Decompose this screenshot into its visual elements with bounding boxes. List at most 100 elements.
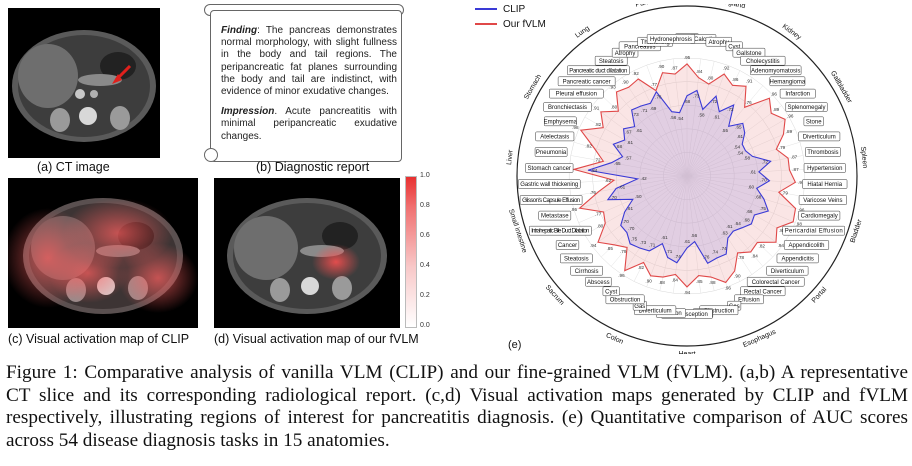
radar-category-label: Pneumonia — [536, 150, 567, 156]
radar-value-label: .57 — [625, 156, 632, 161]
radar-spoke — [686, 105, 782, 177]
radar-category-label: Bronchiectasis — [548, 105, 587, 111]
radar-value-label: .73 — [640, 240, 647, 245]
radar-value-label: .62 — [605, 178, 612, 183]
colorbar-tick: 0.4 — [420, 262, 430, 269]
radar-value-label: .98 — [795, 221, 802, 226]
radar-anatomy-label: Sacrum — [544, 284, 565, 307]
radar-value-label: .91 — [593, 106, 600, 111]
radar-category-label: Adenomyomatosis — [751, 68, 800, 74]
radar-category-box — [803, 116, 824, 127]
radar-category-box — [785, 102, 828, 112]
radar-category-label: Obstruction — [610, 297, 641, 303]
radar-value-label: .64 — [734, 221, 741, 226]
finding-text: : The pancreas demonstrates normal morph… — [221, 25, 397, 98]
radar-value-label: .92 — [798, 180, 805, 185]
radar-value-label: .79 — [620, 249, 627, 254]
radar-spoke — [686, 70, 741, 177]
radar-spoke — [686, 175, 715, 291]
radar-category-label: Intrahepatic Bile Duct Dilatation — [531, 229, 589, 235]
radar-category-label: Atrophy — [708, 40, 729, 46]
radar-category-box — [602, 286, 620, 297]
radar-category-box — [734, 294, 764, 305]
radar-value-label: .82 — [595, 122, 602, 127]
radar-category-label: Pancreatitis — [624, 44, 655, 50]
impression-paragraph: Impression. Acute pancreatitis with mini… — [221, 106, 397, 143]
legend-fvlm-swatch — [475, 23, 497, 26]
panel-a-caption: (a) CT image — [37, 160, 110, 174]
radar-value-label: .58 — [698, 112, 705, 117]
radar-anatomy-label: Bladder — [850, 218, 864, 244]
radar-value-label: .85 — [606, 246, 613, 251]
radar-series — [571, 63, 797, 288]
radar-anatomy-label: Stomach — [523, 73, 543, 101]
radar-category-label: Rectal Cancer — [744, 289, 782, 295]
radar-value-label: .78 — [738, 255, 745, 260]
radar-spoke — [633, 175, 688, 282]
radar-value-label: .88 — [658, 280, 665, 285]
radar-spoke — [570, 175, 688, 197]
radar-value-label: .84 — [751, 254, 758, 259]
radar-category-box — [594, 55, 628, 66]
impression-label: Impression — [221, 106, 275, 118]
radar-value-label: .65 — [614, 161, 621, 166]
radar-category-box — [776, 253, 819, 264]
radar-value-label: .67 — [625, 130, 632, 135]
finding-label: Finding — [221, 25, 258, 36]
radar-value-label: .77 — [651, 82, 658, 87]
legend-fvlm-label: Our fVLM — [503, 19, 546, 30]
radar-value-label: .60 — [748, 184, 755, 189]
radar-value-label: .71 — [649, 243, 656, 248]
radar-spoke — [686, 129, 796, 177]
radar-value-label: .82 — [585, 144, 592, 149]
radar-anatomy-label: Spleen — [859, 146, 868, 169]
radar-value-label: .72 — [711, 99, 718, 104]
radar-category-box — [560, 253, 593, 264]
radar-category-label: Gastric wall thickening — [520, 182, 578, 188]
radar-value-label: .70 — [760, 178, 767, 183]
radar-value-label: .74 — [674, 254, 681, 259]
colorbar-tick: 0.2 — [420, 292, 430, 299]
panel-c-caption: (c) Visual activation map of CLIP — [8, 332, 190, 346]
radar-category-label: Atrophy — [615, 51, 636, 57]
radar-category-label: Steatosis — [599, 59, 624, 65]
radar-value-label: .61 — [750, 169, 757, 174]
radar-value-label: .73 — [632, 112, 639, 117]
radar-anatomy-label: Small intestine — [507, 208, 528, 254]
colorbar — [405, 176, 417, 328]
radar-value-label: .89 — [786, 129, 793, 134]
radar-spoke — [686, 155, 804, 177]
radar-category-box — [746, 276, 805, 287]
radar-value-label: .95 — [684, 55, 691, 60]
radar-value-label: .61 — [627, 206, 634, 211]
scroll-bottom-curl — [204, 148, 218, 162]
radar-category-label: Appendicitis — [782, 256, 814, 262]
radar-spoke — [610, 175, 688, 267]
radar-category-labels: NoduleCalculiAtrophyCystGallstoneCholecy… — [517, 33, 848, 319]
radar-category-label: Gas — [634, 304, 645, 310]
radar-value-label: .82 — [638, 265, 645, 270]
radar-category-box — [769, 76, 806, 87]
radar-value-label: .72 — [594, 157, 601, 162]
radar-spoke — [646, 65, 688, 177]
radar-spoke — [578, 129, 688, 177]
radar-value-label: .74 — [712, 250, 719, 255]
radar-value-label: .56 — [670, 115, 677, 120]
radar-category-box — [535, 131, 575, 142]
radar-value-label: .89 — [773, 107, 780, 112]
colorbar-tick: 0.0 — [420, 322, 430, 329]
radar-value-label: .68 — [616, 144, 623, 149]
radar-value-label: .61 — [737, 134, 744, 139]
radar-category-label: Cancer — [558, 243, 577, 249]
radar-category-label: Abscess — [587, 280, 610, 286]
radar-value-label: .63 — [721, 230, 728, 235]
radar-value-label: .94 — [590, 243, 597, 248]
radar-spoke — [686, 175, 741, 282]
radar-category-box — [543, 102, 592, 112]
radar-spoke — [686, 61, 715, 177]
radar-spoke — [673, 58, 688, 177]
radar-value-label: .98 — [572, 125, 579, 130]
radar-category-label: Hydronephrosis — [650, 37, 692, 43]
radar-category-label: Pancreatic cancer — [563, 79, 611, 85]
radar-spoke — [686, 175, 805, 184]
